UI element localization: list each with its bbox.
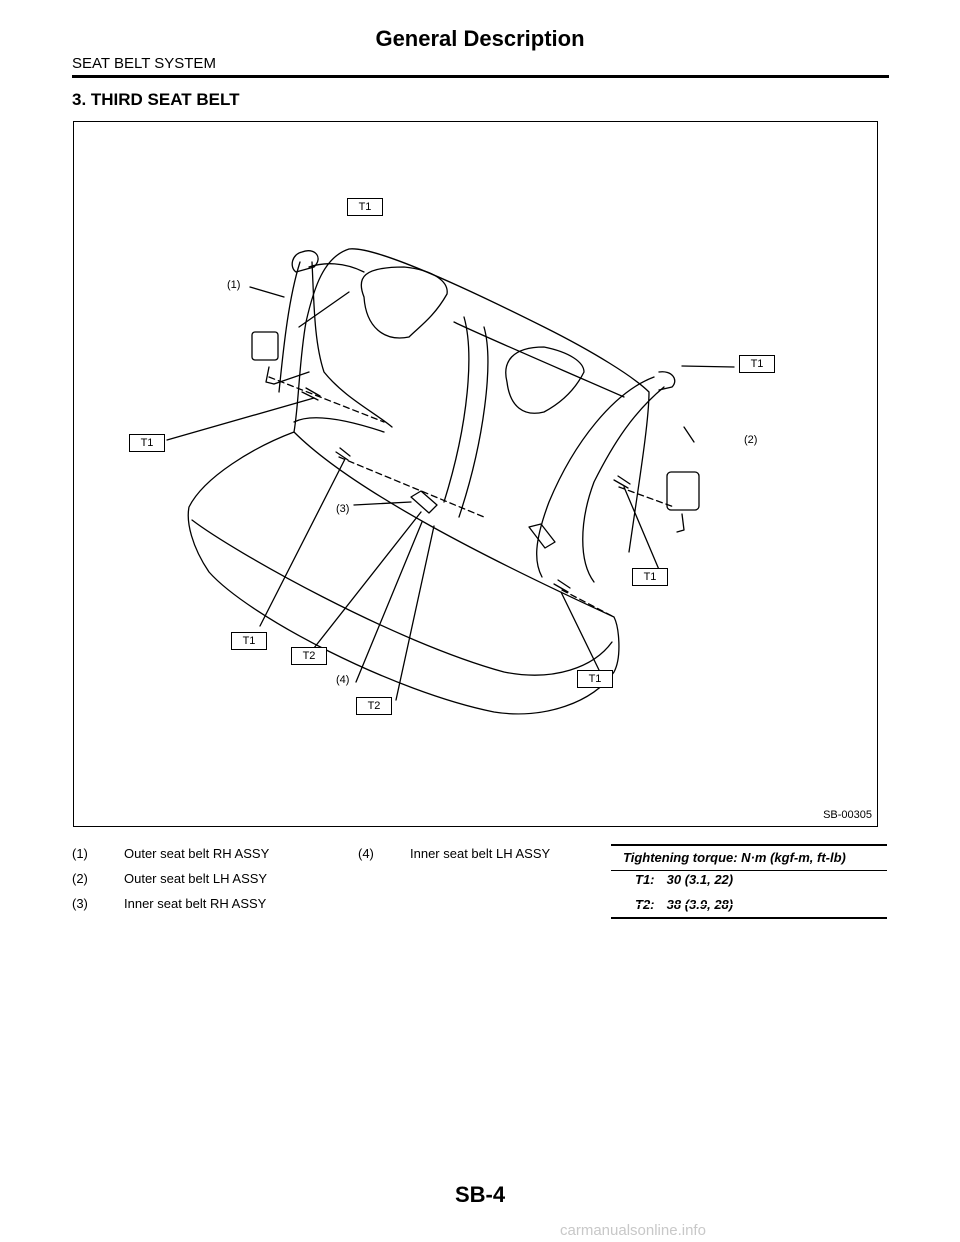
seat-belt-illustration — [166, 248, 735, 715]
torque-value: 30 (3.1, 22) — [666, 872, 734, 887]
page-title: General Description — [375, 26, 585, 51]
torque-tag-t2: T2 — [356, 697, 392, 715]
section-heading: 3. THIRD SEAT BELT — [72, 90, 240, 109]
torque-tag-t1: T1 — [231, 632, 267, 650]
callout-3: (3) — [336, 503, 350, 515]
page-number: SB-4 — [454, 1182, 506, 1207]
torque-rule-spacer — [611, 904, 887, 905]
torque-row: T1: 30 (3.1, 22) — [635, 872, 733, 887]
legend-text: Outer seat belt RH ASSY — [124, 846, 270, 861]
legend-text: Inner seat belt LH ASSY — [410, 846, 551, 861]
watermark: carmanualsonline.info — [560, 1222, 706, 1239]
section-name: SEAT BELT SYSTEM — [72, 55, 216, 72]
legend-number: (2) — [72, 871, 88, 886]
legend-text: Inner seat belt RH ASSY — [124, 896, 267, 911]
callout-1: (1) — [227, 279, 241, 291]
torque-tag-t1: T1 — [577, 670, 613, 688]
torque-rule-bottom — [611, 917, 887, 919]
torque-tag-t1: T1 — [347, 198, 383, 216]
torque-heading: Tightening torque: N·m (kgf-m, ft-lb) — [623, 850, 846, 865]
torque-tag-t1: T1 — [129, 434, 165, 452]
header-divider — [72, 75, 889, 78]
torque-tag-t1: T1 — [739, 355, 775, 373]
torque-rule-top — [611, 844, 887, 846]
legend-number: (1) — [72, 846, 88, 861]
seat-belt-figure: T1 T1 T1 T1 T1 T2 T1 T2 (1) (2) (3) (4) … — [73, 121, 878, 827]
legend-number: (3) — [72, 896, 88, 911]
legend-number: (4) — [358, 846, 374, 861]
torque-rule-mid — [611, 870, 887, 871]
torque-key: T1: — [635, 872, 655, 887]
figure-id: SB-00305 — [823, 809, 872, 821]
legend-text: Outer seat belt LH ASSY — [124, 871, 268, 886]
callout-2: (2) — [744, 434, 758, 446]
torque-tag-t1: T1 — [632, 568, 668, 586]
callout-4: (4) — [336, 674, 350, 686]
torque-tag-t2: T2 — [291, 647, 327, 665]
